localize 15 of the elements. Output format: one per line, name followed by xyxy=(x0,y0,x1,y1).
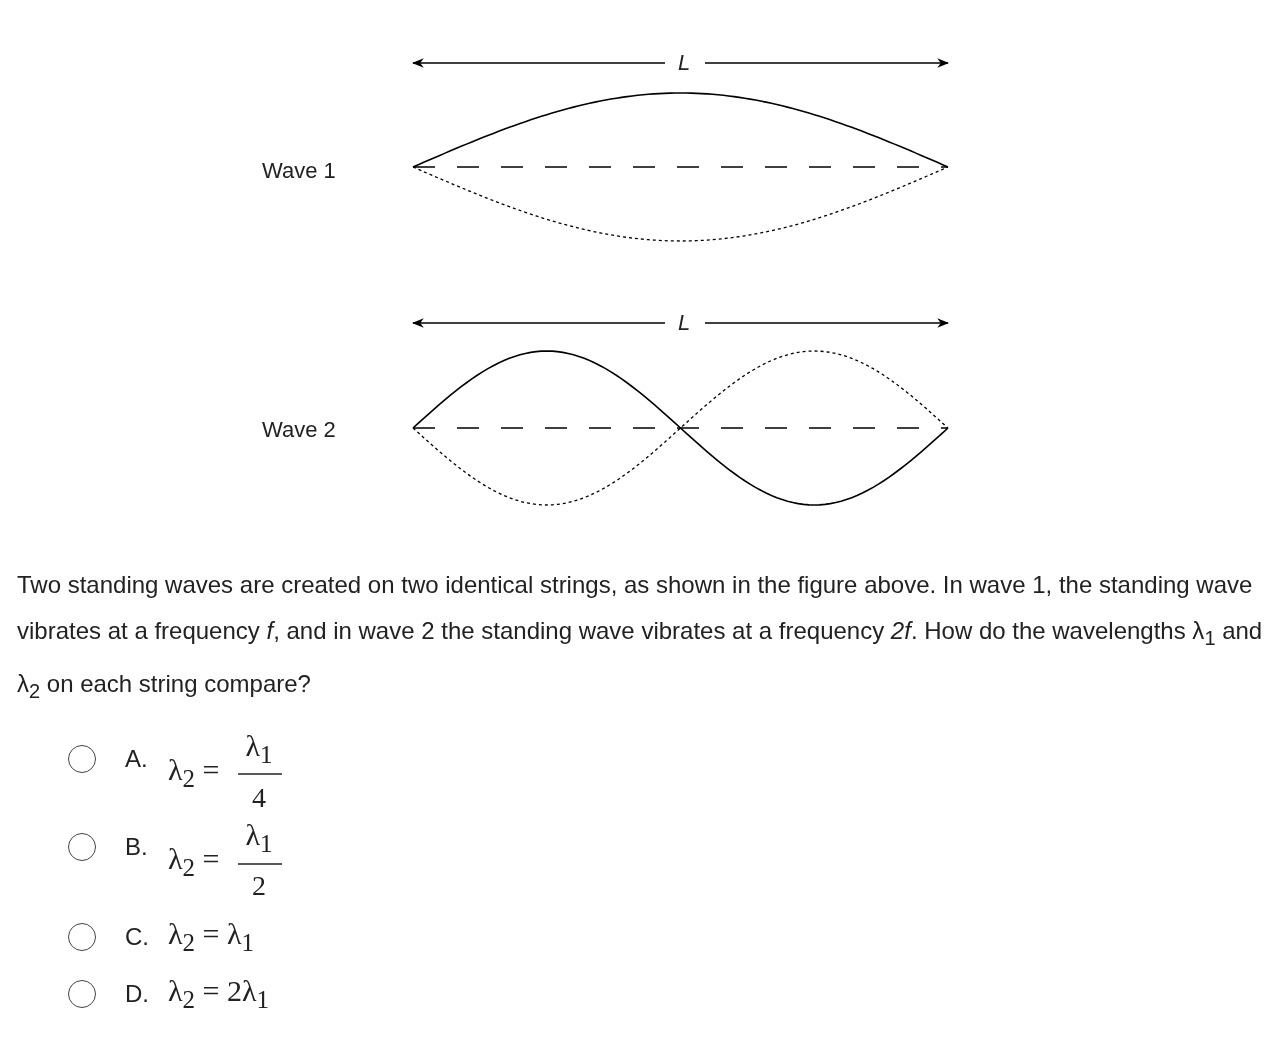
option-letter: A. xyxy=(125,745,148,773)
fraction-numerator: λ$_{1}$ xyxy=(245,729,273,769)
fraction-denominator: 2 xyxy=(252,870,266,902)
wave-label: Wave 1 xyxy=(262,158,336,184)
option-letter: B. xyxy=(125,833,148,861)
option-letter: C. xyxy=(125,923,149,951)
fraction-denominator: 4 xyxy=(252,782,266,814)
math-expression: λ$_{2}$ = λ$_{1}$ xyxy=(168,917,254,957)
option-letter: D. xyxy=(125,980,149,1008)
math-expression: λ$_{2}$ = xyxy=(168,842,220,882)
math-expression: λ$_{2}$ = 2λ$_{1}$ xyxy=(168,974,269,1014)
math-expression: λ$_{2}$ = xyxy=(168,753,220,793)
fraction-numerator: λ$_{1}$ xyxy=(245,818,273,858)
question-text: Two standing waves are created on two identical strings, as shown in the figure above. In wave 1, the standing wave vibrates at a frequency f, and in wave 2 the standing wave vibrates at a frequency 2f. How do the wavelengths λ$_{1}$ and λ$_{2}$ on each string compare? xyxy=(17,570,1264,704)
wave-label: Wave 2 xyxy=(262,417,336,443)
